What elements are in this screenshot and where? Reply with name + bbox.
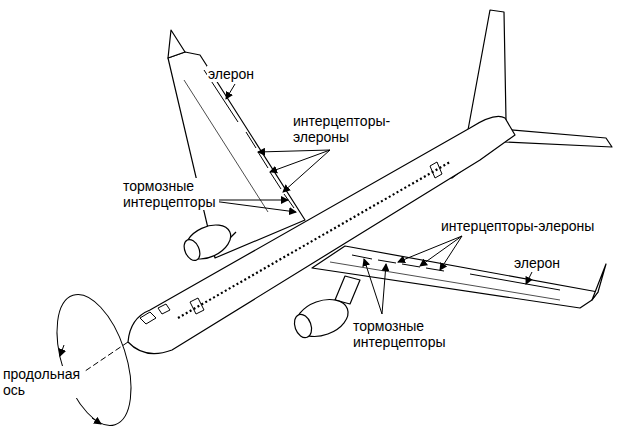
speedbrake-label: тормозные интерцепторы [122, 178, 219, 210]
spoiler-aileron-label: интерцепторы-элероны [440, 218, 595, 234]
aileron-label: элерон [513, 255, 561, 271]
speedbrake-label: тормозные интерцепторы [352, 318, 459, 350]
axis-label: продольная ось [2, 366, 84, 398]
aileron-label: элерон [207, 66, 255, 82]
spoiler-aileron-label: интерцепторы-элероны [292, 113, 396, 145]
